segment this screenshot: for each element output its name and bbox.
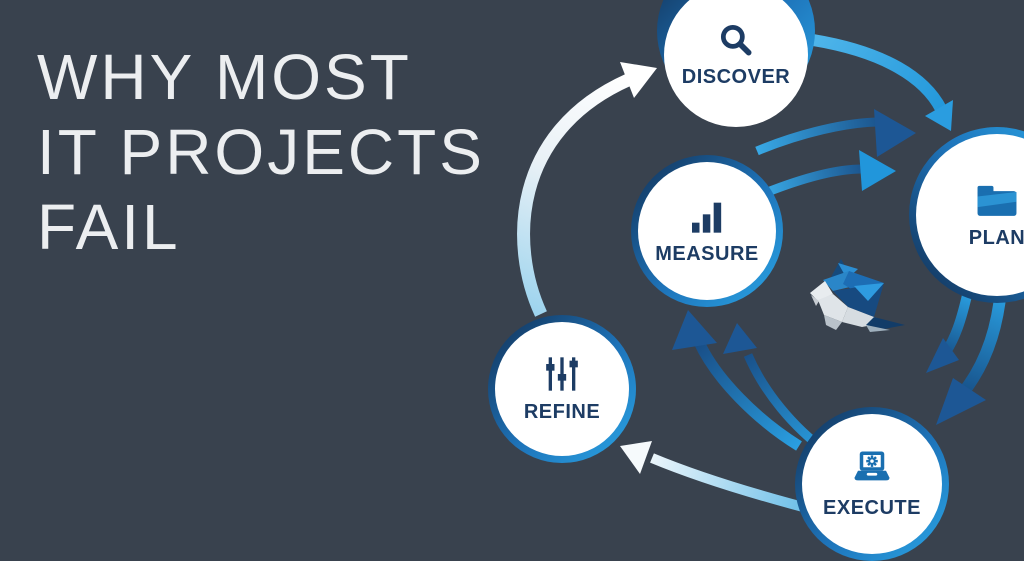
arrow-refine-to-discover: [517, 62, 657, 317]
folder-icon: [977, 185, 1017, 216]
arrow-execute-to-refine: [620, 441, 824, 517]
sliders-icon: [546, 357, 578, 391]
node-label-plan: PLAN: [968, 227, 1024, 249]
arrow-plan-to-execute-inner: [926, 289, 973, 373]
bar-chart-icon: [692, 202, 722, 233]
node-refine: REFINE: [488, 315, 636, 463]
arrow-discover-to-plan: [812, 34, 953, 131]
title-line-2: IT PROJECTS: [37, 116, 485, 188]
node-measure: MEASURE: [631, 155, 783, 307]
magnifier-icon: [720, 24, 752, 56]
title-line-3: FAIL: [37, 191, 181, 263]
node-label-measure: MEASURE: [655, 243, 759, 265]
arrow-measure-to-plan-lower: [763, 150, 896, 198]
node-plan: PLAN: [909, 127, 1024, 303]
node-label-execute: EXECUTE: [823, 497, 921, 519]
node-discover: DISCOVER: [657, 0, 815, 127]
page-title: WHY MOST IT PROJECTS FAIL: [37, 40, 485, 265]
node-label-discover: DISCOVER: [681, 66, 791, 88]
node-label-refine: REFINE: [523, 401, 601, 423]
arrow-measure-to-plan-upper: [755, 109, 916, 157]
arrow-execute-to-measure-left: [672, 310, 802, 451]
title-line-1: WHY MOST: [37, 41, 412, 113]
blue-jay-logo: [810, 259, 905, 332]
node-execute: EXECUTE: [795, 407, 949, 561]
laptop-gear-icon: [854, 451, 890, 481]
